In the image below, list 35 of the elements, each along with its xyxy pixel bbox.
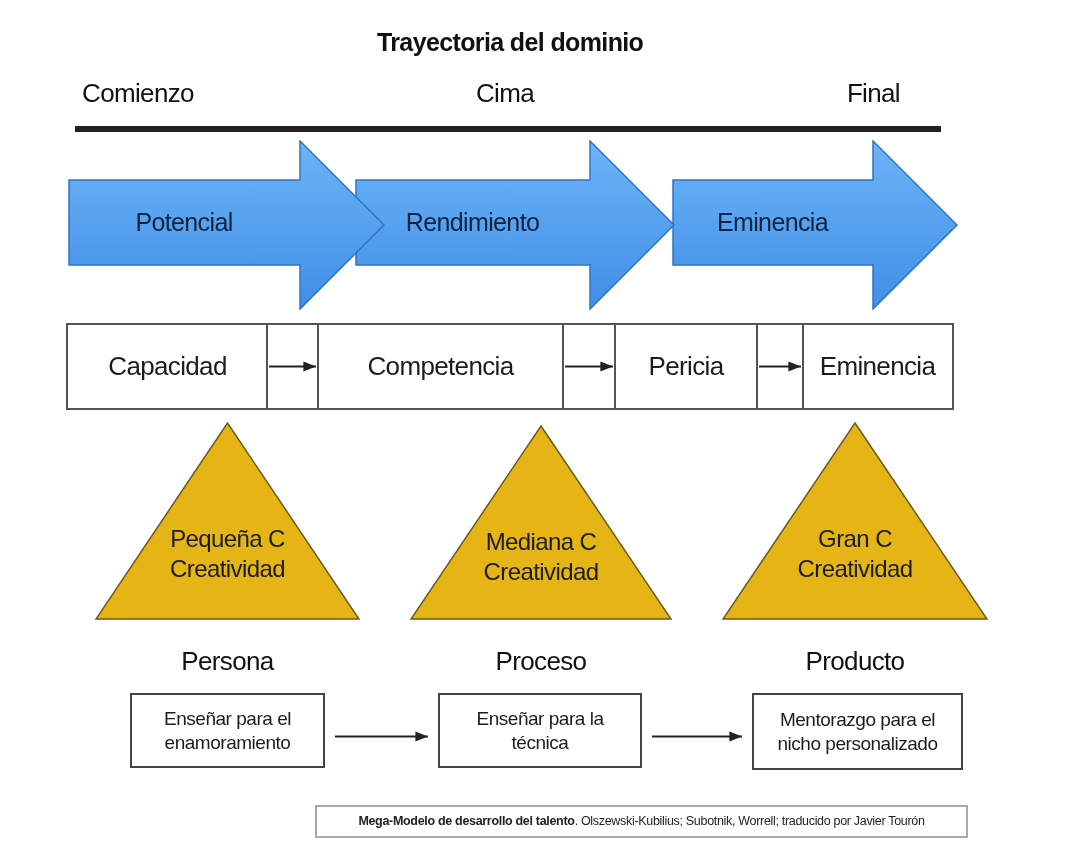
arrow [651,731,743,742]
node-label: Pequeña C Creatividad [169,524,286,584]
text-box [752,693,963,770]
arrow-shape [68,140,385,310]
node-caption: Producto [805,645,905,678]
node-label: Gran C Creatividad [796,524,914,584]
caption: Mega-Modelo de desarrollo del talento. Olszewski-Kubilius; Subotnik, Worrell; traducido por Javier Tourón [315,805,968,838]
stage-label: Cima [475,78,535,108]
node-label: Eminencia [819,350,936,383]
node-label: Enseñar para el enamoramiento [163,706,292,755]
node-label: Mediana C Creatividad [482,527,600,587]
node-label: Mentorazgo para el nicho personalizado [776,707,939,756]
triangle [95,422,360,620]
arrow-shape [355,140,675,310]
node-label: Pericia [648,350,724,383]
arrow [564,361,614,372]
triangle [410,425,672,620]
node-caption: Persona [181,645,274,678]
node-label: Capacidad [108,350,227,383]
arrow [758,361,802,372]
stage-label: Final [846,78,900,108]
arrow [268,361,317,372]
node-label: Enseñar para la técnica [475,706,605,755]
node-label: Competencia [367,350,514,383]
triangle [722,422,988,620]
title: Trayectoria del dominio [377,27,644,58]
arrow-shape [672,140,958,310]
node-caption: Proceso [495,645,587,678]
stage-label: Comienzo [82,78,194,108]
node-label: Potencial [135,206,233,238]
node-label: Rendimiento [405,206,540,238]
text-box [438,693,642,768]
node-label: Eminencia [716,206,829,238]
text-box [130,693,325,768]
arrow [334,731,429,742]
